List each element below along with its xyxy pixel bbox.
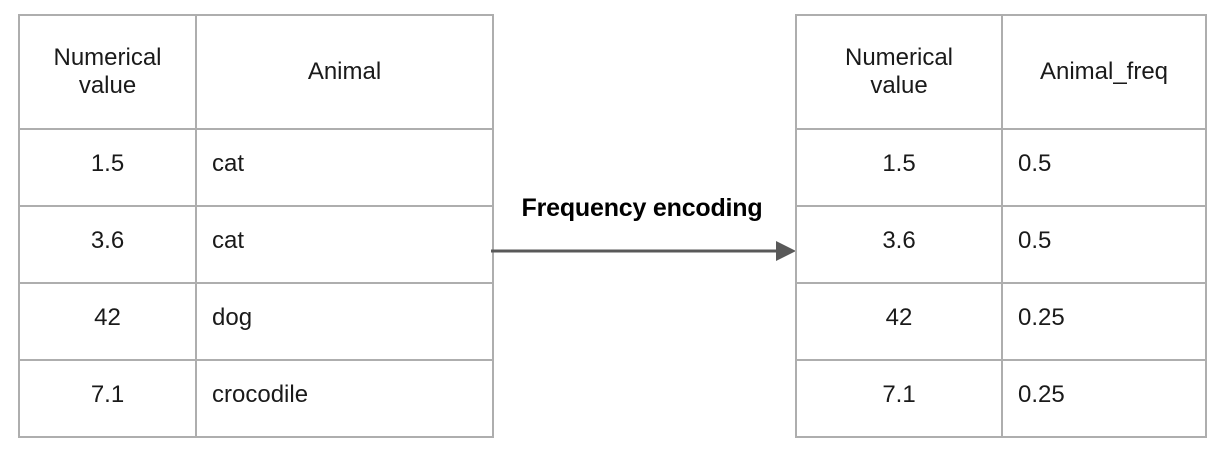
table-row: 42 dog <box>18 282 494 361</box>
cell-animal: cat <box>195 128 494 207</box>
header-line-1: Numerical <box>844 43 954 71</box>
table-row: 7.1 crocodile <box>18 359 494 438</box>
header-cell-numerical-value: Numerical value <box>795 14 1003 130</box>
header-cell-animal: Animal <box>195 14 494 130</box>
table-header-row: Numerical value Animal_freq <box>795 14 1207 130</box>
cell-numerical-value: 42 <box>18 282 197 361</box>
transformation-label: Frequency encoding <box>521 194 763 222</box>
header-cell-numerical-value: Numerical value <box>18 14 197 130</box>
header-line-2: value <box>870 72 928 99</box>
table-row: 1.5 cat <box>18 128 494 207</box>
table-row: 42 0.25 <box>795 282 1207 361</box>
cell-animal-freq: 0.5 <box>1001 205 1207 284</box>
table-row: 7.1 0.25 <box>795 359 1207 438</box>
cell-numerical-value: 42 <box>795 282 1003 361</box>
cell-animal: dog <box>195 282 494 361</box>
cell-animal-freq: 0.5 <box>1001 128 1207 207</box>
header-line-2: value <box>78 72 137 99</box>
header-line-1: Numerical <box>53 43 162 71</box>
header-cell-animal-freq: Animal_freq <box>1001 14 1207 130</box>
input-table: Numerical value Animal 1.5 cat 3.6 <box>18 14 494 438</box>
cell-animal-freq: 0.25 <box>1001 282 1207 361</box>
table-header-row: Numerical value Animal <box>18 14 494 130</box>
table-row: 3.6 0.5 <box>795 205 1207 284</box>
cell-numerical-value: 7.1 <box>18 359 197 438</box>
cell-numerical-value: 3.6 <box>795 205 1003 284</box>
cell-animal-freq: 0.25 <box>1001 359 1207 438</box>
table-row: 1.5 0.5 <box>795 128 1207 207</box>
cell-animal: cat <box>195 205 494 284</box>
output-table: Numerical value Animal_freq 1.5 0.5 <box>795 14 1207 438</box>
table-row: 3.6 cat <box>18 205 494 284</box>
transformation-arrow <box>490 228 798 274</box>
cell-numerical-value: 7.1 <box>795 359 1003 438</box>
cell-numerical-value: 3.6 <box>18 205 197 284</box>
cell-numerical-value: 1.5 <box>795 128 1003 207</box>
cell-numerical-value: 1.5 <box>18 128 197 207</box>
cell-animal: crocodile <box>195 359 494 438</box>
right-arrow-icon <box>491 241 796 261</box>
